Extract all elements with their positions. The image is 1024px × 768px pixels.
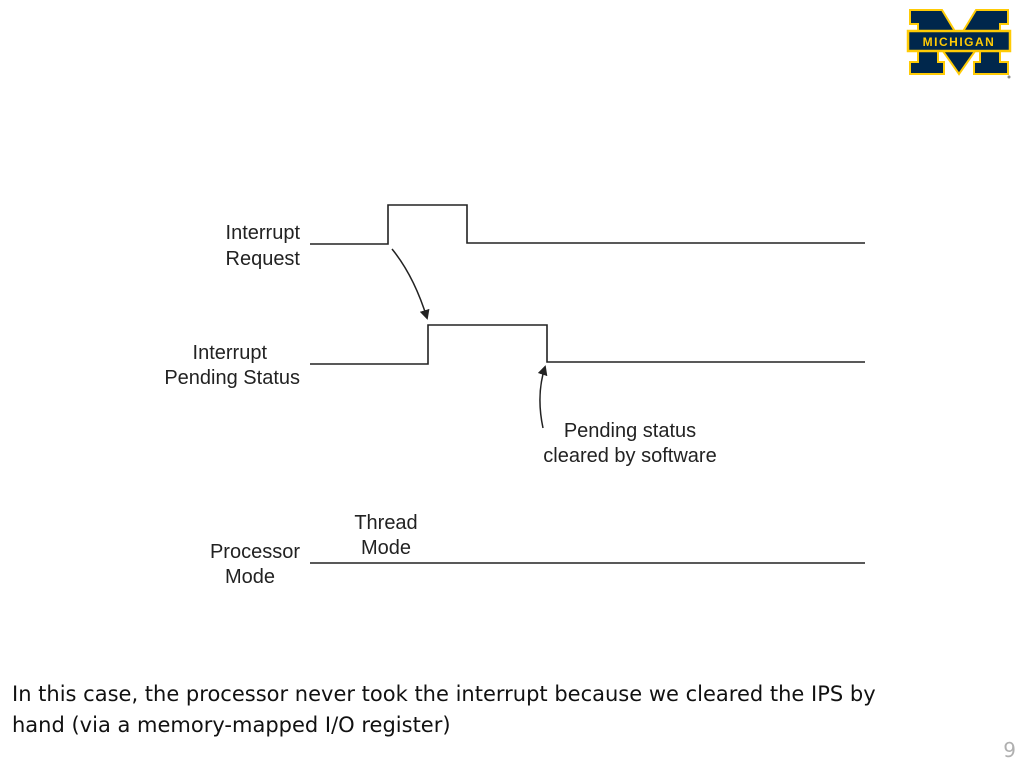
timing-diagram: Interrupt Request Interrupt Pending Stat… bbox=[164, 204, 865, 588]
pending-cleared-note-line1: Pending status bbox=[564, 420, 696, 442]
signal-processor-mode: Processor Mode Thread Mode bbox=[210, 512, 865, 588]
processor-mode-label-line1: Processor bbox=[210, 541, 300, 563]
page-number: 9 bbox=[1003, 738, 1016, 762]
interrupt-request-label-line1: Interrupt bbox=[226, 222, 301, 244]
processor-mode-label-line2: Mode bbox=[225, 566, 275, 588]
pending-status-label-line2: Pending Status bbox=[164, 367, 300, 389]
thread-mode-label-line2: Mode bbox=[361, 537, 411, 559]
pending-cleared-arrow bbox=[537, 365, 548, 429]
request-to-pending-arrow bbox=[391, 248, 430, 320]
pending-cleared-note-line2: cleared by software bbox=[543, 445, 716, 467]
pending-status-label-line1: Interrupt bbox=[193, 342, 268, 364]
interrupt-request-waveform bbox=[310, 204, 865, 245]
signal-interrupt-pending-status: Interrupt Pending Status bbox=[164, 324, 865, 389]
interrupt-request-label-line2: Request bbox=[226, 248, 301, 270]
pending-status-waveform bbox=[310, 324, 865, 365]
logo-text: MICHIGAN bbox=[923, 35, 996, 49]
thread-mode-label-line1: Thread bbox=[354, 512, 417, 534]
michigan-logo: MICHIGAN bbox=[906, 9, 1012, 79]
slide-caption: In this case, the processor never took t… bbox=[12, 682, 876, 737]
signal-interrupt-request: Interrupt Request bbox=[226, 204, 865, 270]
